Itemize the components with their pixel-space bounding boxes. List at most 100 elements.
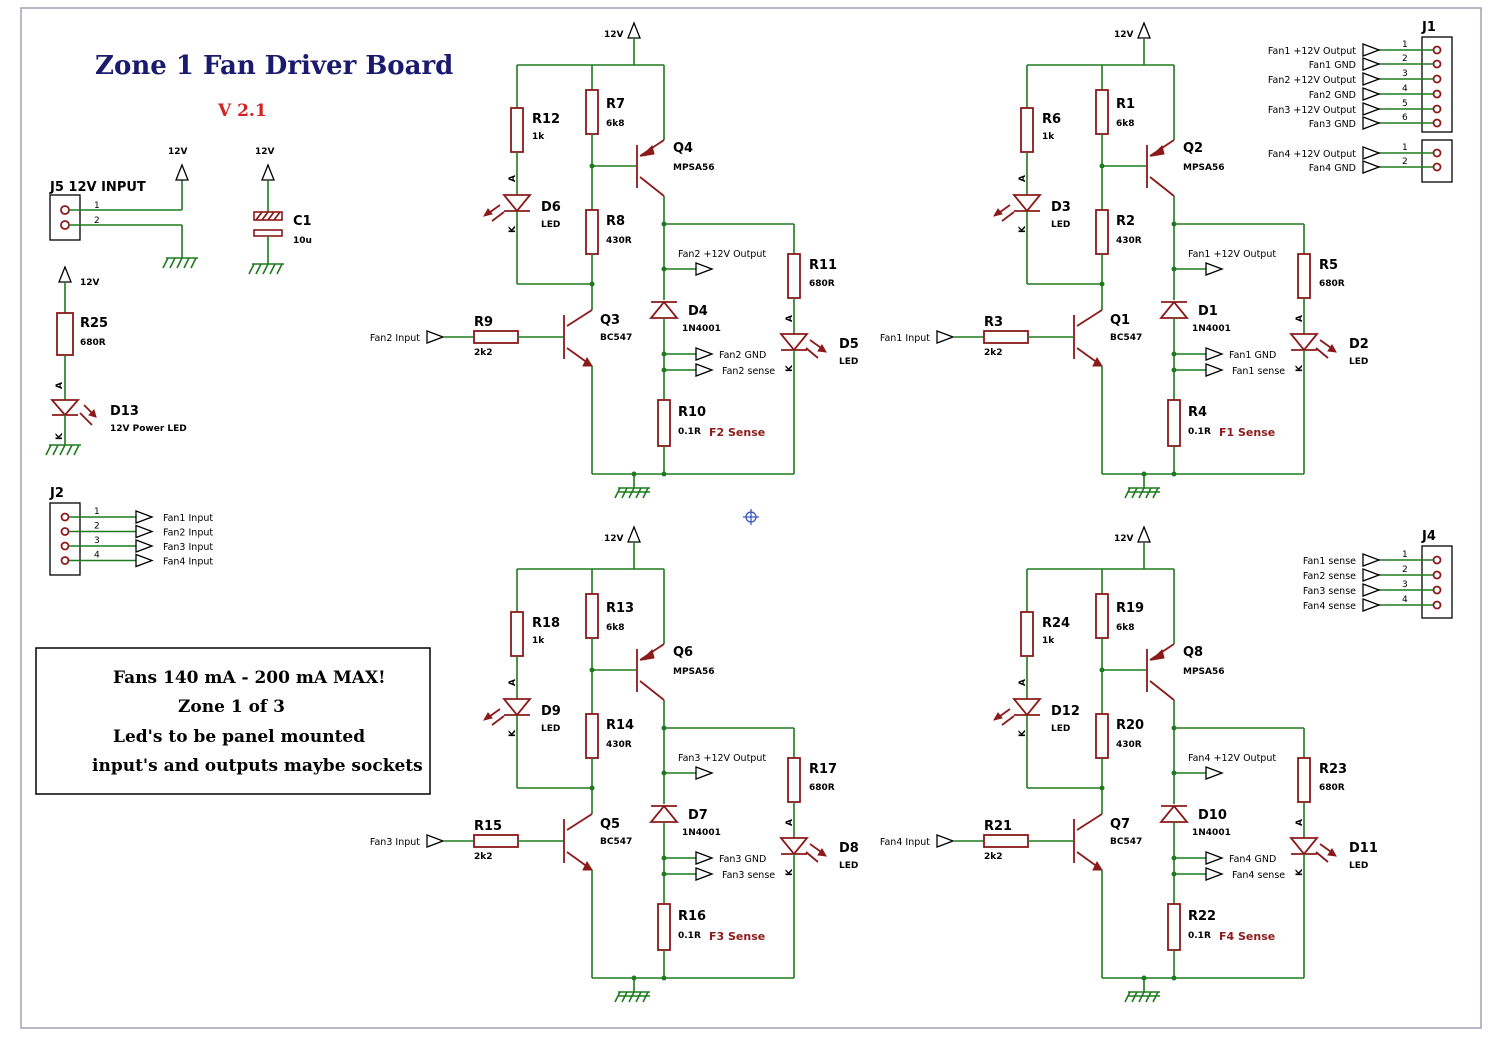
j1-net-port	[1362, 72, 1381, 86]
supply-port	[1137, 525, 1151, 543]
sense-port	[695, 363, 714, 377]
j1-pin-number: 1	[1402, 143, 1408, 153]
led-resistor	[510, 107, 524, 153]
base-resistor-ref: R8	[606, 214, 625, 229]
sense-resistor-ref: R22	[1188, 909, 1216, 924]
input-resistor-ref: R21	[984, 819, 1012, 834]
j5-connector: J5 12V INPUT 1 2	[49, 180, 183, 258]
j1-pin-number: 2	[1402, 157, 1408, 167]
bias-resistor	[585, 89, 599, 135]
gnd-port	[1205, 347, 1224, 361]
sense-resistor-value: 0.1R	[678, 931, 701, 941]
j2-net-label: Fan2 Input	[163, 528, 213, 539]
j2-net-label: Fan1 Input	[163, 513, 213, 524]
led-resistor-value: 1k	[532, 636, 545, 646]
indicator-resistor-value: 680R	[809, 783, 835, 793]
indicator-led-anode: A	[1295, 819, 1305, 826]
indicator-led-anode: A	[785, 819, 795, 826]
r25-ref: R25	[80, 316, 108, 331]
sense-resistor-ref: R10	[678, 405, 706, 420]
c1-capacitor: 12V C1 10u	[248, 147, 312, 275]
bias-resistor-ref: R19	[1116, 601, 1144, 616]
input-port	[936, 834, 955, 848]
status-led-ref: D3	[1051, 200, 1071, 215]
gnd-net-label: Fan4 GND	[1229, 854, 1276, 865]
indicator-led-cathode: K	[1295, 364, 1305, 372]
power-led-circuit: 12V R25 680R A K D13 12V Power LED	[45, 265, 187, 456]
indicator-led	[779, 333, 809, 352]
indicator-resistor-value: 680R	[1319, 783, 1345, 793]
indicator-led	[1289, 837, 1319, 856]
indicator-led-cathode: K	[1295, 868, 1305, 876]
j1-pin-socket	[1432, 74, 1442, 84]
indicator-resistor-ref: R11	[809, 258, 837, 273]
output-port	[1205, 766, 1224, 780]
status-led-ref: D12	[1051, 704, 1080, 719]
j4-ref: J4	[1421, 529, 1436, 544]
bias-resistor-ref: R13	[606, 601, 634, 616]
junction	[589, 281, 595, 287]
input-port	[426, 330, 445, 344]
indicator-led	[779, 837, 809, 856]
j1-connector: J1	[1421, 20, 1453, 183]
junction	[661, 471, 667, 477]
d13-value: 12V Power LED	[110, 424, 187, 434]
status-led-anode: A	[1018, 679, 1028, 686]
j2-pin-socket	[60, 556, 70, 565]
j1-net-label: Fan1 GND	[1309, 60, 1356, 71]
junction	[589, 785, 595, 791]
sense-label: F3 Sense	[709, 930, 765, 943]
status-led-anode: A	[1018, 175, 1028, 182]
j2-connector: J2	[49, 486, 81, 576]
j2-ref: J2	[49, 486, 64, 501]
sense-resistor-value: 0.1R	[1188, 427, 1211, 437]
input-resistor	[983, 834, 1029, 848]
pnp-value: MPSA56	[1183, 667, 1225, 677]
base-resistor	[1095, 713, 1109, 759]
bias-resistor	[585, 593, 599, 639]
pnp-ref: Q4	[673, 141, 693, 156]
led-resistor-ref: R18	[532, 616, 560, 631]
j1-net-label: Fan1 +12V Output	[1268, 46, 1356, 57]
indicator-led-value: LED	[839, 357, 858, 367]
j1-net-label: Fan3 +12V Output	[1268, 105, 1356, 116]
j1-pin-number: 6	[1402, 113, 1408, 123]
j1-net-port	[1362, 102, 1381, 116]
j1-net-label: Fan4 GND	[1309, 163, 1356, 174]
output-net-label: Fan4 +12V Output	[1188, 753, 1276, 764]
j1-pin-number: 1	[1402, 40, 1408, 50]
j1-pin-socket	[1432, 45, 1442, 55]
sense-resistor-ref: R4	[1188, 405, 1207, 420]
j4-pin-socket	[1432, 555, 1442, 565]
input-resistor-value: 2k2	[474, 852, 493, 862]
flyback-diode	[649, 300, 679, 319]
npn-ref: Q5	[600, 817, 620, 832]
r25-value: 680R	[80, 338, 106, 348]
supply-label: 12V	[1114, 534, 1134, 544]
j1-net-label: Fan2 +12V Output	[1268, 75, 1356, 86]
gnd-net-label: Fan2 GND	[719, 350, 766, 361]
note-box: Fans 140 mA - 200 mA MAX! Zone 1 of 3 Le…	[35, 647, 431, 795]
ground-symbol	[1124, 487, 1160, 499]
input-resistor	[473, 834, 519, 848]
pnp-ref: Q6	[673, 645, 693, 660]
status-led-cathode: K	[1018, 729, 1028, 737]
indicator-led-value: LED	[1349, 861, 1368, 871]
input-net-label: Fan4 Input	[880, 837, 930, 848]
j4-connector: J4	[1421, 529, 1453, 619]
input-net-label: Fan2 Input	[370, 333, 420, 344]
sense-port	[695, 867, 714, 881]
gnd-port	[1205, 851, 1224, 865]
j1-net-label: Fan2 GND	[1309, 90, 1356, 101]
input-resistor-ref: R3	[984, 315, 1003, 330]
input-resistor-value: 2k2	[984, 852, 1003, 862]
gnd-port	[695, 851, 714, 865]
input-resistor-value: 2k2	[474, 348, 493, 358]
indicator-resistor-value: 680R	[809, 279, 835, 289]
indicator-led-anode: A	[1295, 315, 1305, 322]
j2-pin-socket	[60, 541, 70, 551]
status-led-cathode: K	[508, 225, 518, 233]
